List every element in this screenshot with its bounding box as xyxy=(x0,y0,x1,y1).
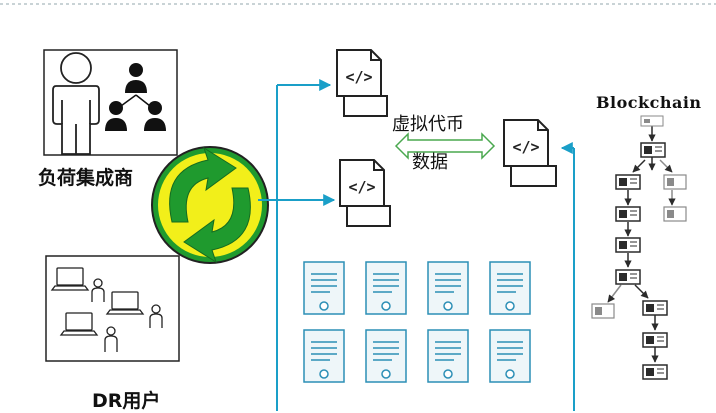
certificate-document-icon xyxy=(303,329,345,383)
certificate-document-icon xyxy=(365,329,407,383)
blockchain-tree xyxy=(591,115,687,380)
certificate-document-icon xyxy=(365,261,407,315)
blockchain-block-icon xyxy=(591,303,615,319)
recycle-icon xyxy=(151,146,269,264)
blockchain-block-icon xyxy=(615,174,641,190)
blockchain-block-icon xyxy=(640,115,664,127)
certificate-document-icon xyxy=(427,261,469,315)
virtual-currency-label: 虚拟代币 xyxy=(392,114,464,135)
code-document-icon: </> xyxy=(339,159,391,227)
blockchain-block-icon xyxy=(642,364,668,380)
person-outline-icon xyxy=(52,52,100,155)
blockchain-block-icon xyxy=(642,332,668,348)
code-document-icon: </> xyxy=(503,119,557,187)
certificate-document-icon xyxy=(427,329,469,383)
blockchain-block-icon xyxy=(615,237,641,253)
blockchain-block-icon xyxy=(663,174,687,190)
blockchain-block-icon xyxy=(615,206,641,222)
blockchain-block-icon xyxy=(615,269,641,285)
aggregator-label: 负荷集成商 xyxy=(38,167,134,189)
svg-text:</>: </> xyxy=(345,68,372,86)
laptop-users-icon xyxy=(50,267,163,352)
certificate-document-icon xyxy=(303,261,345,315)
ledger-grid xyxy=(303,261,531,383)
svg-text:</>: </> xyxy=(512,138,539,156)
blockchain-block-icon xyxy=(663,206,687,222)
svg-text:</>: </> xyxy=(348,178,375,196)
aggregator-panel xyxy=(43,49,178,156)
certificate-document-icon xyxy=(489,329,531,383)
blockchain-block-icon xyxy=(640,142,666,158)
connector-lines xyxy=(258,79,575,411)
team-icon xyxy=(105,63,166,131)
blockchain-block-icon xyxy=(642,300,668,316)
blockchain-label: Blockchain xyxy=(596,93,702,112)
data-label: 数据 xyxy=(412,152,448,173)
certificate-document-icon xyxy=(489,261,531,315)
code-document-icon: </> xyxy=(336,49,388,117)
exchange-arrow-icon xyxy=(394,132,496,160)
dr-user-panel xyxy=(45,255,180,362)
dr-user-label: DR用户 xyxy=(92,390,161,412)
